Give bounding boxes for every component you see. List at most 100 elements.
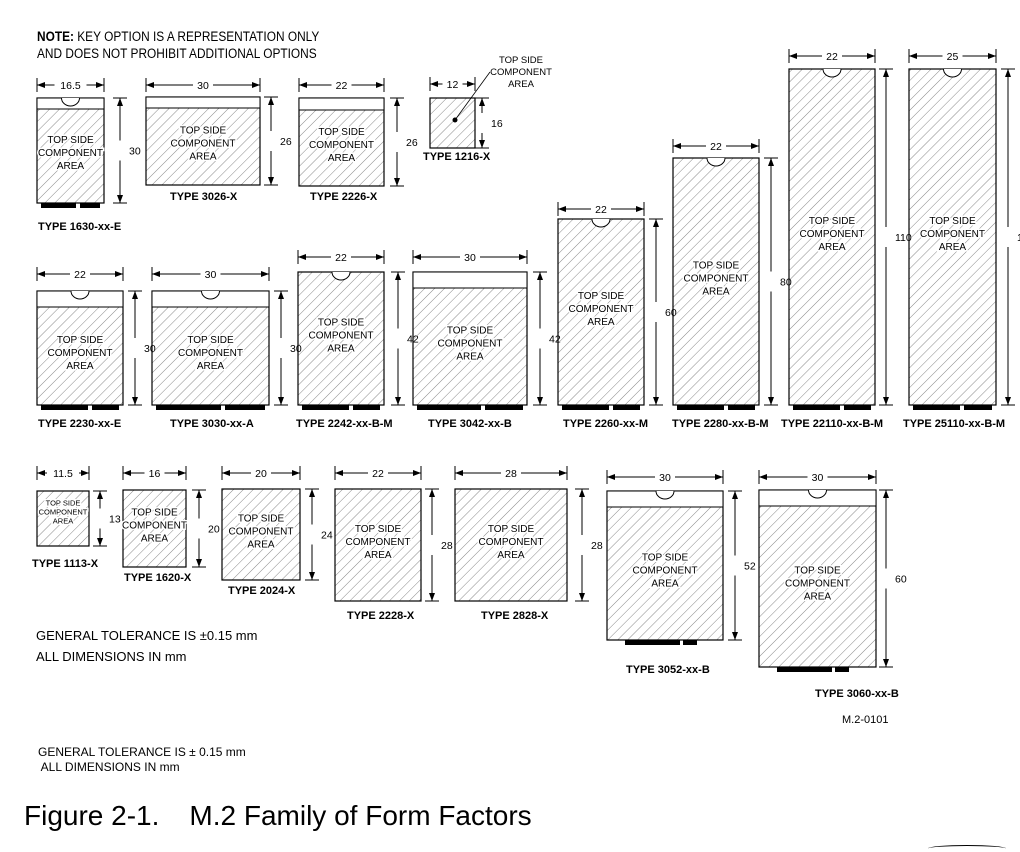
key-option-note: NOTE: KEY OPTION IS A REPRESENTATION ONL… <box>37 28 319 62</box>
module-1216-x-length-value: 16 <box>491 118 503 130</box>
svg-text:COMPONENT: COMPONENT <box>309 140 374 151</box>
module-2260-xx-m-board <box>557 218 645 406</box>
module-2228-x-width-dimension: 22 <box>334 466 422 480</box>
svg-text:TOP SIDE: TOP SIDE <box>809 216 856 227</box>
module-2230-xx-e-length-dimension: 30 <box>128 290 156 406</box>
module-2280-xx-b-m-type-label: TYPE 2280-xx-B-M <box>672 418 769 430</box>
module-2260-xx-m-length-value: 60 <box>665 307 677 319</box>
svg-text:AREA: AREA <box>327 344 355 355</box>
module-3042-xx-b-length-dimension: 42 <box>533 271 561 406</box>
module-3052-xx-b-type-label: TYPE 3052-xx-B <box>626 664 710 676</box>
svg-text:AREA: AREA <box>456 352 484 363</box>
module-22110-xx-b-m-length-value: 110 <box>895 232 912 244</box>
module-3052-xx-b-board <box>606 490 724 641</box>
module-25110-xx-b-m-length-dimension: 110 <box>1001 68 1020 406</box>
module-3052-xx-b-edge-connector <box>625 640 680 645</box>
svg-text:AREA: AREA <box>587 317 615 328</box>
module-1216-x-board <box>429 97 476 149</box>
svg-text:COMPONENT: COMPONENT <box>346 537 411 548</box>
tolerance-footer: GENERAL TOLERANCE IS ± 0.15 mm ALL DIMEN… <box>38 745 246 775</box>
module-1216-x-type-label: TYPE 1216-X <box>423 151 491 163</box>
svg-text:AREA: AREA <box>939 242 967 253</box>
module-2024-x-board <box>221 488 301 581</box>
module-1630-xx-e-width-value: 16.5 <box>60 80 81 92</box>
module-1630-xx-e-length-dimension: 30 <box>113 97 141 204</box>
svg-text:AREA: AREA <box>66 361 94 372</box>
module-2228-x-type-label: TYPE 2228-X <box>347 610 415 622</box>
module-3030-xx-a-width-value: 30 <box>205 269 217 281</box>
module-3042-xx-b-edge-connector <box>417 405 481 410</box>
module-22110-xx-b-m-length-dimension: 110 <box>879 68 912 406</box>
module-2024-x-length-dimension: 24 <box>305 488 333 581</box>
module-2260-xx-m-edge-connector <box>562 405 609 410</box>
module-3060-xx-b-length-value: 60 <box>895 574 907 586</box>
module-3052-xx-b-mounting-notch <box>655 490 675 500</box>
svg-text:TOP SIDE: TOP SIDE <box>46 499 81 508</box>
module-22110-xx-b-m-mounting-notch <box>822 68 842 78</box>
svg-text:COMPONENT: COMPONENT <box>309 331 374 342</box>
figure-number: Figure 2-1. <box>24 800 160 831</box>
module-2226-x-type-label: TYPE 2226-X <box>310 191 378 203</box>
svg-text:COMPONENT: COMPONENT <box>178 348 243 359</box>
module-1630-xx-e-length-value: 30 <box>129 146 141 158</box>
module-3026-x-top-band <box>145 96 261 109</box>
module-3052-xx-b-length-value: 52 <box>744 561 756 573</box>
svg-text:COMPONENT: COMPONENT <box>490 67 552 78</box>
module-2230-xx-e-mounting-notch <box>70 290 90 300</box>
svg-text:AREA: AREA <box>189 152 217 163</box>
page-corner-mark <box>928 845 1006 852</box>
module-1216-x-width-dimension: 12 <box>429 77 476 91</box>
module-3026-x-type-label: TYPE 3026-X <box>170 191 238 203</box>
module-2260-xx-m-width-dimension: 22 <box>557 202 645 216</box>
svg-text:COMPONENT: COMPONENT <box>48 348 113 359</box>
module-2828-x-width-dimension: 28 <box>454 466 568 480</box>
module-3026-x-width-value: 30 <box>197 80 209 92</box>
module-22110-xx-b-m-edge-connector <box>793 405 840 410</box>
module-2242-xx-b-m-type-label: TYPE 2242-xx-B-M <box>296 418 393 430</box>
module-2230-xx-e-length-value: 30 <box>144 343 156 355</box>
svg-text:AREA: AREA <box>328 153 356 164</box>
svg-text:TOP SIDE: TOP SIDE <box>693 261 740 272</box>
svg-text:COMPONENT: COMPONENT <box>229 527 294 538</box>
svg-text:AREA: AREA <box>141 534 169 545</box>
module-2828-x-type-label: TYPE 2828-X <box>481 610 549 622</box>
module-3060-xx-b-type-label: TYPE 3060-xx-B <box>815 688 899 700</box>
module-1630-xx-e-board <box>36 97 105 204</box>
module-25110-xx-b-m-mounting-notch <box>943 68 962 78</box>
module-1620-x-length-value: 20 <box>208 524 220 536</box>
module-2280-xx-b-m-mounting-notch <box>706 157 726 167</box>
module-2242-xx-b-m-width-value: 22 <box>335 252 347 264</box>
module-2226-x-board <box>298 97 385 187</box>
module-3030-xx-a-mounting-notch <box>201 290 220 300</box>
module-3052-xx-b-width-value: 30 <box>659 472 671 484</box>
module-2226-x-top-band <box>298 97 385 111</box>
module-2828-x-length-dimension: 28 <box>575 488 603 602</box>
svg-text:COMPONENT: COMPONENT <box>38 148 103 159</box>
module-2226-x-length-dimension: 26 <box>390 97 418 187</box>
module-3030-xx-a-length-value: 30 <box>290 343 302 355</box>
svg-text:AREA: AREA <box>197 361 225 372</box>
module-2242-xx-b-m: TOP SIDECOMPONENTAREA2242TYPE 2242-xx-B-… <box>296 250 419 430</box>
module-1630-xx-e-edge-connector <box>41 203 76 208</box>
svg-text:TOP SIDE: TOP SIDE <box>929 216 976 227</box>
svg-text:COMPONENT: COMPONENT <box>800 229 865 240</box>
module-3026-x-width-dimension: 30 <box>145 78 261 92</box>
note-line-1: KEY OPTION IS A REPRESENTATION ONLY <box>73 29 320 44</box>
